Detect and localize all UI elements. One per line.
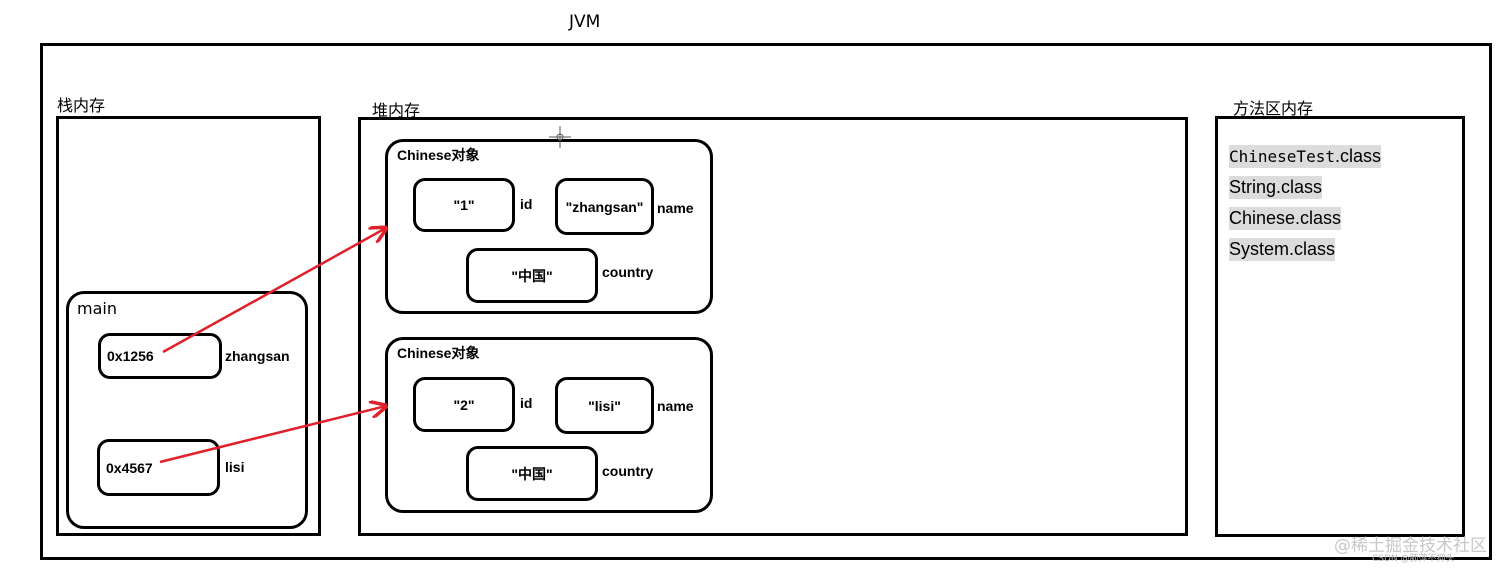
stack-memory-box: [56, 116, 321, 536]
id-value: "1": [413, 178, 515, 232]
country-value: "中国": [466, 446, 598, 501]
class-ext: .class: [1334, 146, 1381, 166]
class-name: System: [1229, 239, 1290, 259]
class-name: Chinese: [1229, 208, 1296, 228]
stack-var-ref: 0x4567: [97, 439, 220, 496]
stack-var-name: lisi: [225, 459, 245, 475]
jvm-frame: [40, 43, 1492, 560]
main-frame: [66, 291, 308, 529]
country-label: country: [602, 264, 654, 280]
name-label: name: [657, 200, 694, 216]
class-name: ChineseTest: [1229, 147, 1335, 166]
method-area-box: [1215, 116, 1465, 537]
main-frame-label: main: [77, 299, 117, 318]
class-entry: String.class: [1229, 176, 1323, 199]
class-name: String: [1229, 177, 1277, 197]
stack-var-ref: 0x1256: [98, 333, 222, 379]
name-label: name: [657, 398, 694, 414]
heap-memory-box: [358, 117, 1188, 536]
crosshair-cursor-icon: [549, 126, 571, 148]
reference-arrow: [159, 406, 386, 464]
reference-arrow: [162, 228, 386, 354]
id-value: "2": [413, 377, 515, 432]
class-ext: .class: [1295, 208, 1342, 228]
country-label: country: [602, 463, 654, 479]
class-ext: .class: [1289, 239, 1336, 259]
chinese-object-2: [385, 337, 713, 513]
watermark-sub: CSDN @肺萍不抑头: [1372, 554, 1455, 564]
country-value: "中国": [466, 248, 598, 303]
watermark: @稀土掘金技术社区: [1334, 536, 1487, 556]
jvm-title: JVM: [569, 12, 601, 32]
name-value: "lisi": [555, 377, 654, 434]
method-area-title: 方法区内存: [1233, 99, 1314, 118]
id-label: id: [520, 395, 533, 411]
id-label: id: [520, 196, 533, 212]
object-title: Chinese对象: [397, 345, 480, 361]
class-ext: .class: [1276, 177, 1323, 197]
class-entry: Chinese.class: [1229, 207, 1342, 230]
class-entry: ChineseTest.class: [1229, 145, 1381, 168]
name-value: "zhangsan": [555, 178, 654, 235]
stack-var-name: zhangsan: [225, 348, 290, 364]
heap-title: 堆内存: [372, 101, 421, 120]
object-title: Chinese对象: [397, 147, 480, 163]
stack-title: 栈内存: [57, 96, 106, 115]
class-entry: System.class: [1229, 238, 1336, 261]
